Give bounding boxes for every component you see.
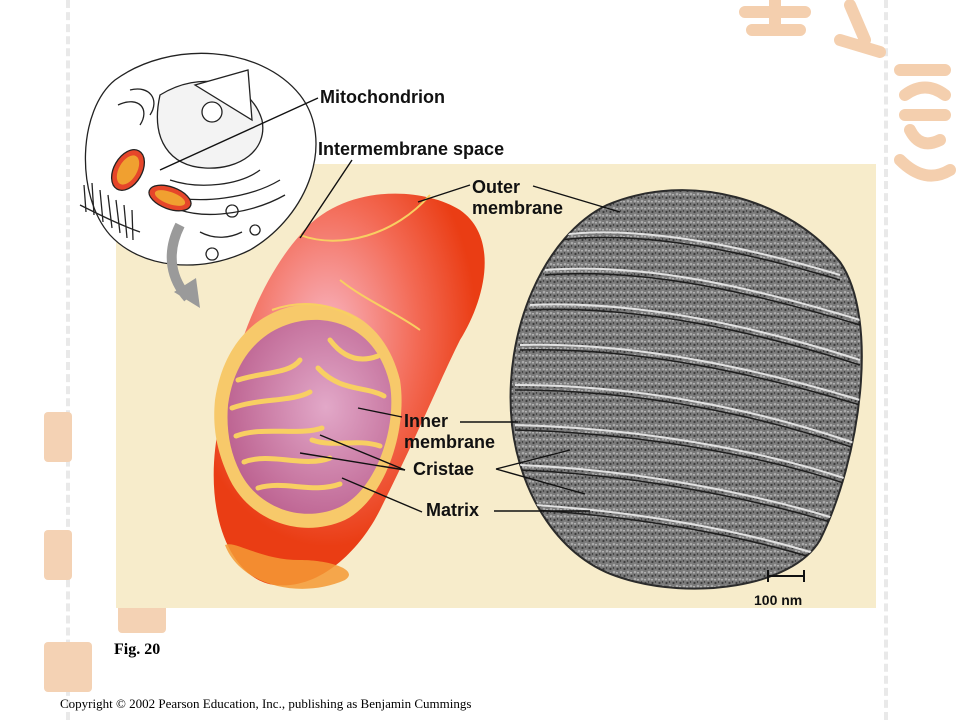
background-dash-line xyxy=(66,0,70,720)
mitochondrion-illustration xyxy=(213,193,485,589)
label-inner-membrane-line2: membrane xyxy=(404,432,496,452)
electron-micrograph xyxy=(509,189,863,590)
calligraphy-seal-icon xyxy=(739,0,956,182)
label-intermembrane-space: Intermembrane space xyxy=(318,139,505,159)
copyright-notice: Copyright © 2002 Pearson Education, Inc.… xyxy=(60,696,472,711)
scale-bar xyxy=(767,570,805,582)
label-scale-bar: 100 nm xyxy=(754,592,803,608)
label-outer-membrane-line2: membrane xyxy=(472,198,564,218)
calligraphy-seal-icon xyxy=(44,412,166,692)
label-inner-membrane-line1: Inner xyxy=(404,411,449,431)
figure-number: Fig. 20 xyxy=(114,641,161,658)
arrow-head-icon xyxy=(174,278,200,308)
label-cristae: Cristae xyxy=(413,459,475,479)
cell-sketch xyxy=(79,52,317,266)
label-mitochondrion: Mitochondrion xyxy=(320,87,445,107)
label-matrix: Matrix xyxy=(426,500,480,520)
leader-lines xyxy=(159,97,621,513)
background-dash-line xyxy=(884,0,888,720)
label-outer-membrane-line1: Outer xyxy=(472,177,521,197)
